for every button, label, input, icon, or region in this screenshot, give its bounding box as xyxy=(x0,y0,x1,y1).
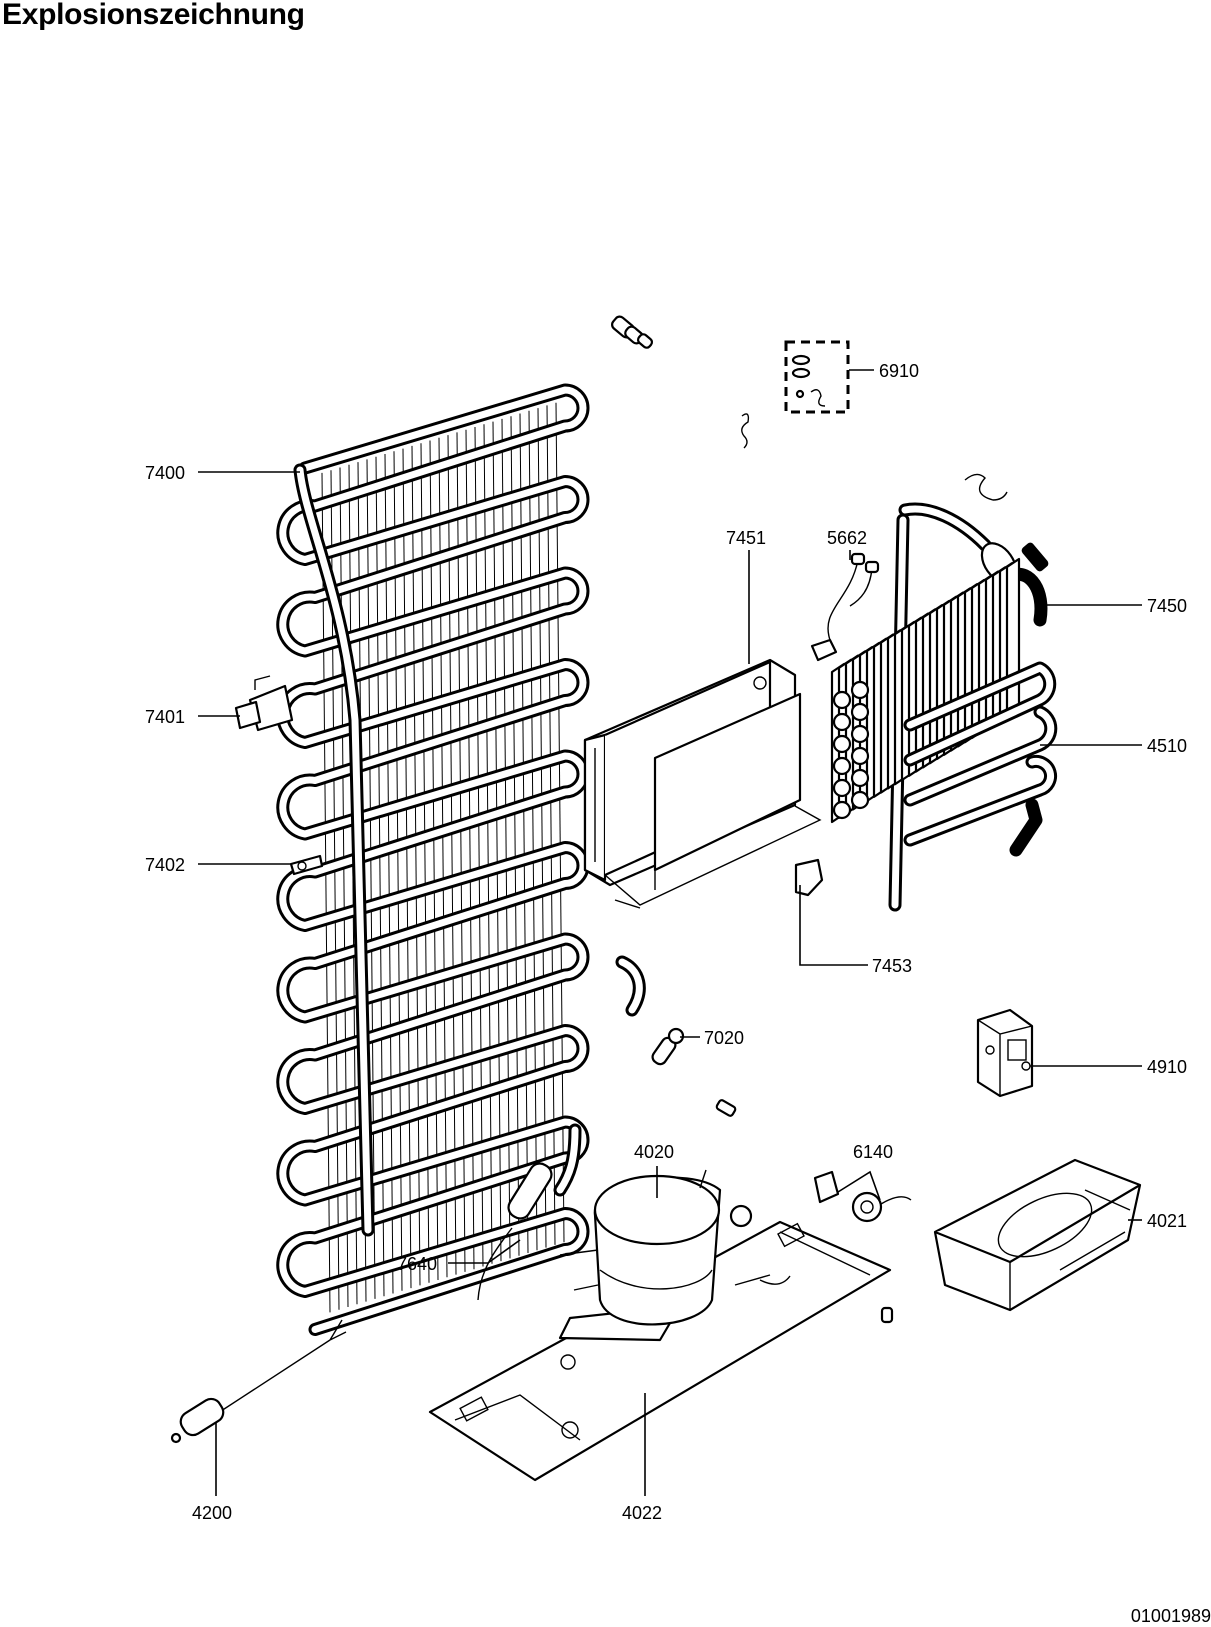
callout-7020: 7020 xyxy=(704,1028,744,1048)
callout-7453: 7453 xyxy=(872,956,912,976)
drip-tray-4021 xyxy=(933,1158,1142,1312)
clip-part xyxy=(741,413,750,449)
compressor-4020 xyxy=(559,1169,894,1326)
callout-7400: 7400 xyxy=(145,463,185,483)
callout-7450: 7450 xyxy=(1147,596,1187,616)
sensor-cable-5662 xyxy=(810,552,880,662)
valve-part xyxy=(611,315,654,349)
callout-4200: 4200 xyxy=(192,1503,232,1523)
callout-4021: 4021 xyxy=(1147,1211,1187,1231)
grommet-7020 xyxy=(651,1027,685,1066)
callout-labels: 6910 7400 7451 5662 7450 7401 4510 7402 … xyxy=(145,361,1187,1523)
callout-6140: 6140 xyxy=(853,1142,893,1162)
clip-7402 xyxy=(289,854,324,876)
relay-4910 xyxy=(976,1008,1034,1098)
callout-7402: 7402 xyxy=(145,855,185,875)
heater-4200 xyxy=(170,1319,347,1444)
evaporator-cover-7451 xyxy=(583,658,822,909)
condenser-coil xyxy=(276,383,590,1336)
document-number: 01001989 xyxy=(1130,1606,1211,1626)
evaporator xyxy=(830,473,1058,912)
filter-dryer-7640 xyxy=(477,1123,582,1301)
callout-7401: 7401 xyxy=(145,707,185,727)
callout-7451: 7451 xyxy=(726,528,766,548)
part-kit-6910 xyxy=(784,340,850,414)
callout-5662: 5662 xyxy=(827,528,867,548)
leader-lines xyxy=(198,369,1142,1496)
callout-4022: 4022 xyxy=(622,1503,662,1523)
callout-4910: 4910 xyxy=(1147,1057,1187,1077)
part-7453 xyxy=(794,858,824,897)
page-title: Explosionszeichnung xyxy=(2,0,305,31)
thermal-protector-6140 xyxy=(813,1170,912,1223)
callout-7640: 7640 xyxy=(397,1254,437,1274)
callout-6910: 6910 xyxy=(879,361,919,381)
screw-part xyxy=(715,1099,737,1117)
callout-4510: 4510 xyxy=(1147,736,1187,756)
bracket-7401 xyxy=(234,675,294,732)
callout-4020: 4020 xyxy=(634,1142,674,1162)
